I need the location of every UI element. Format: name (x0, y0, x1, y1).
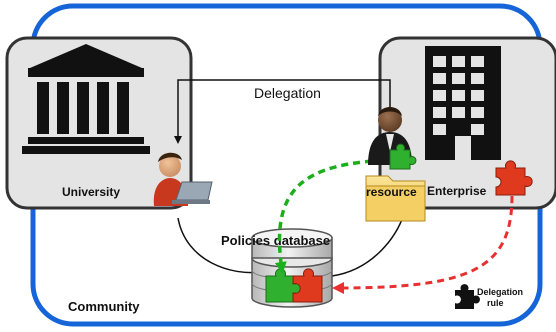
office-building-icon (425, 46, 501, 160)
university-box: University (5, 36, 193, 210)
resource-label: resource (366, 185, 417, 199)
user-with-laptop-icon (153, 152, 213, 206)
policies-database-label: Policies database (221, 233, 330, 248)
delegation-rule-label-line1: Delegation (477, 287, 523, 297)
university-label: University (62, 185, 120, 199)
policy-puzzle-red (292, 268, 323, 303)
policy-upload-arrow (274, 158, 397, 274)
delegation-label: Delegation (254, 85, 321, 101)
access-arc-right (331, 212, 406, 277)
puzzle-piece-icon (455, 284, 480, 309)
folder-icon (365, 175, 426, 222)
community-label: Community (68, 299, 140, 314)
enterprise-label: Enterprise (427, 184, 487, 198)
delegation-rule-label-line2: rule (487, 298, 504, 308)
delegation-rule-arrow (332, 195, 514, 294)
university-building-icon (22, 44, 150, 154)
enterprise-puzzle-red (495, 160, 533, 196)
owner-puzzle-green (389, 143, 417, 170)
delegation-arrow (174, 79, 391, 144)
